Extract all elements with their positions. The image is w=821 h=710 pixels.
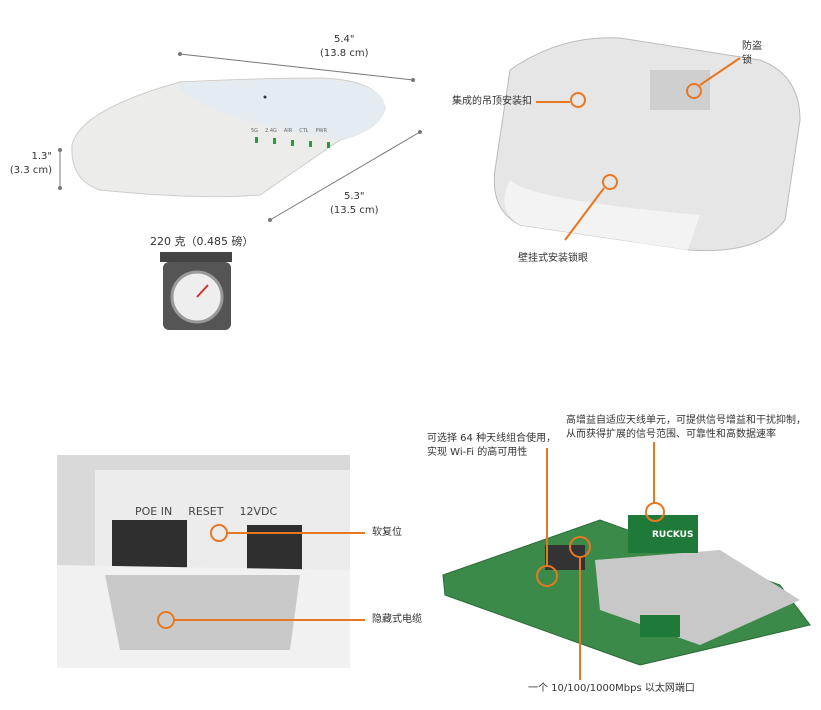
depth-cm: (13.5 cm) [330,205,379,216]
line: 高增益自适应天线单元，可提供信号增益和干扰抑制， [566,415,806,426]
anti-theft-lock-label: 防盗 锁 [742,41,762,66]
depth-inches: 5.3" [343,191,365,202]
height-cm: (3.3 cm) [9,165,52,176]
led-label: 2.4G [265,128,277,134]
circuit-board-photo [442,442,811,680]
port-closeup-photo [57,455,365,668]
ceiling-clip-label: 集成的吊顶安装扣 [452,96,532,107]
width-inches: 5.4" [333,34,355,45]
led-label: 5G [251,128,259,134]
led-label: PWR [315,128,328,134]
hidden-cable-label: 隐藏式电缆 [372,614,422,625]
depth-label: 5.3" (13.5 cm) [330,190,379,218]
line: 从而获得扩展的信号范围、可靠性和高数据速率 [566,429,776,440]
antenna-combo-label: 可选择 64 种天线组合使用， 实现 Wi-Fi 的高可用性 [427,432,556,460]
access-point-bottom-view [493,37,801,252]
line: 可选择 64 种天线组合使用， [427,433,557,444]
led-labels: 5G 2.4G AIR CTL PWR [251,128,327,134]
led-label: AIR [283,128,293,134]
board-brand-logo: RUCKUS [652,530,694,540]
weight-label: 220 克（0.485 磅） [150,235,254,248]
width-label: 5.4" (13.8 cm) [320,33,369,61]
dimension-lines [58,52,422,222]
soft-reset-label: 软复位 [372,527,402,538]
reset-label: RESET [188,505,224,518]
width-cm: (13.8 cm) [320,48,369,59]
poe-in-label: POE IN [135,505,173,518]
line: 实现 Wi-Fi 的高可用性 [427,447,528,458]
port-labels: POE IN RESET 12VDC [135,505,277,518]
scale-icon [160,252,232,330]
ethernet-port-label: 一个 10/100/1000Mbps 以太网端口 [528,683,695,694]
wall-mount-label: 壁挂式安装锁眼 [518,253,588,264]
antenna-gain-label: 高增益自适应天线单元，可提供信号增益和干扰抑制， 从而获得扩展的信号范围、可靠性和… [566,414,806,442]
led-label: CTL [299,128,309,134]
access-point-top-view [71,77,386,198]
12vdc-label: 12VDC [239,505,278,518]
height-label: 1.3" (3.3 cm) [6,150,52,178]
height-inches: 1.3" [31,151,52,162]
